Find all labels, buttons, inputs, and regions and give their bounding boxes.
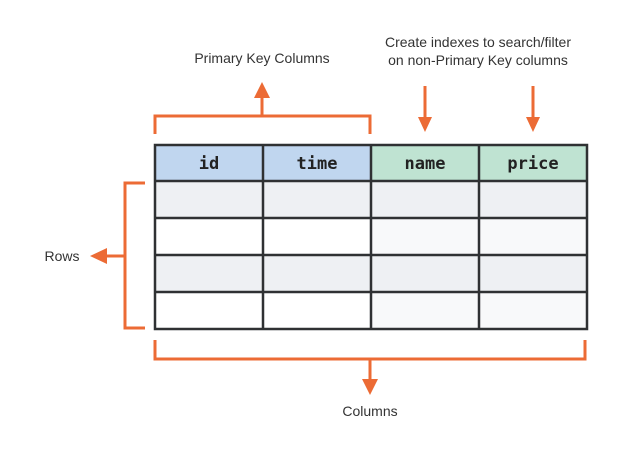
header-cell-id bbox=[155, 145, 263, 181]
header-cell-time bbox=[263, 145, 371, 181]
primary-key-bracket bbox=[153, 96, 372, 134]
primary-key-label: Primary Key Columns bbox=[194, 50, 329, 66]
table-grid bbox=[153, 143, 589, 331]
indexes-label-line2: on non-Primary Key columns bbox=[388, 52, 568, 68]
index-arrow-price-icon bbox=[526, 86, 540, 132]
header-time: time bbox=[297, 154, 338, 174]
columns-bracket bbox=[153, 340, 587, 380]
indexes-label-line1: Create indexes to search/filter bbox=[385, 34, 571, 50]
rows-label: Rows bbox=[44, 248, 79, 264]
header-cell-price bbox=[479, 145, 587, 181]
header-cell-name bbox=[371, 145, 479, 181]
table: id time name price bbox=[153, 143, 589, 331]
index-arrow-name-icon bbox=[418, 86, 432, 132]
rows-bracket bbox=[106, 181, 145, 330]
columns-arrow-icon bbox=[362, 379, 378, 395]
header-id: id bbox=[199, 154, 219, 174]
columns-label: Columns bbox=[342, 403, 397, 419]
header-name: name bbox=[405, 154, 446, 174]
rows-arrow-icon bbox=[90, 248, 107, 264]
header-price: price bbox=[507, 154, 558, 174]
primary-key-arrow-icon bbox=[254, 82, 270, 98]
